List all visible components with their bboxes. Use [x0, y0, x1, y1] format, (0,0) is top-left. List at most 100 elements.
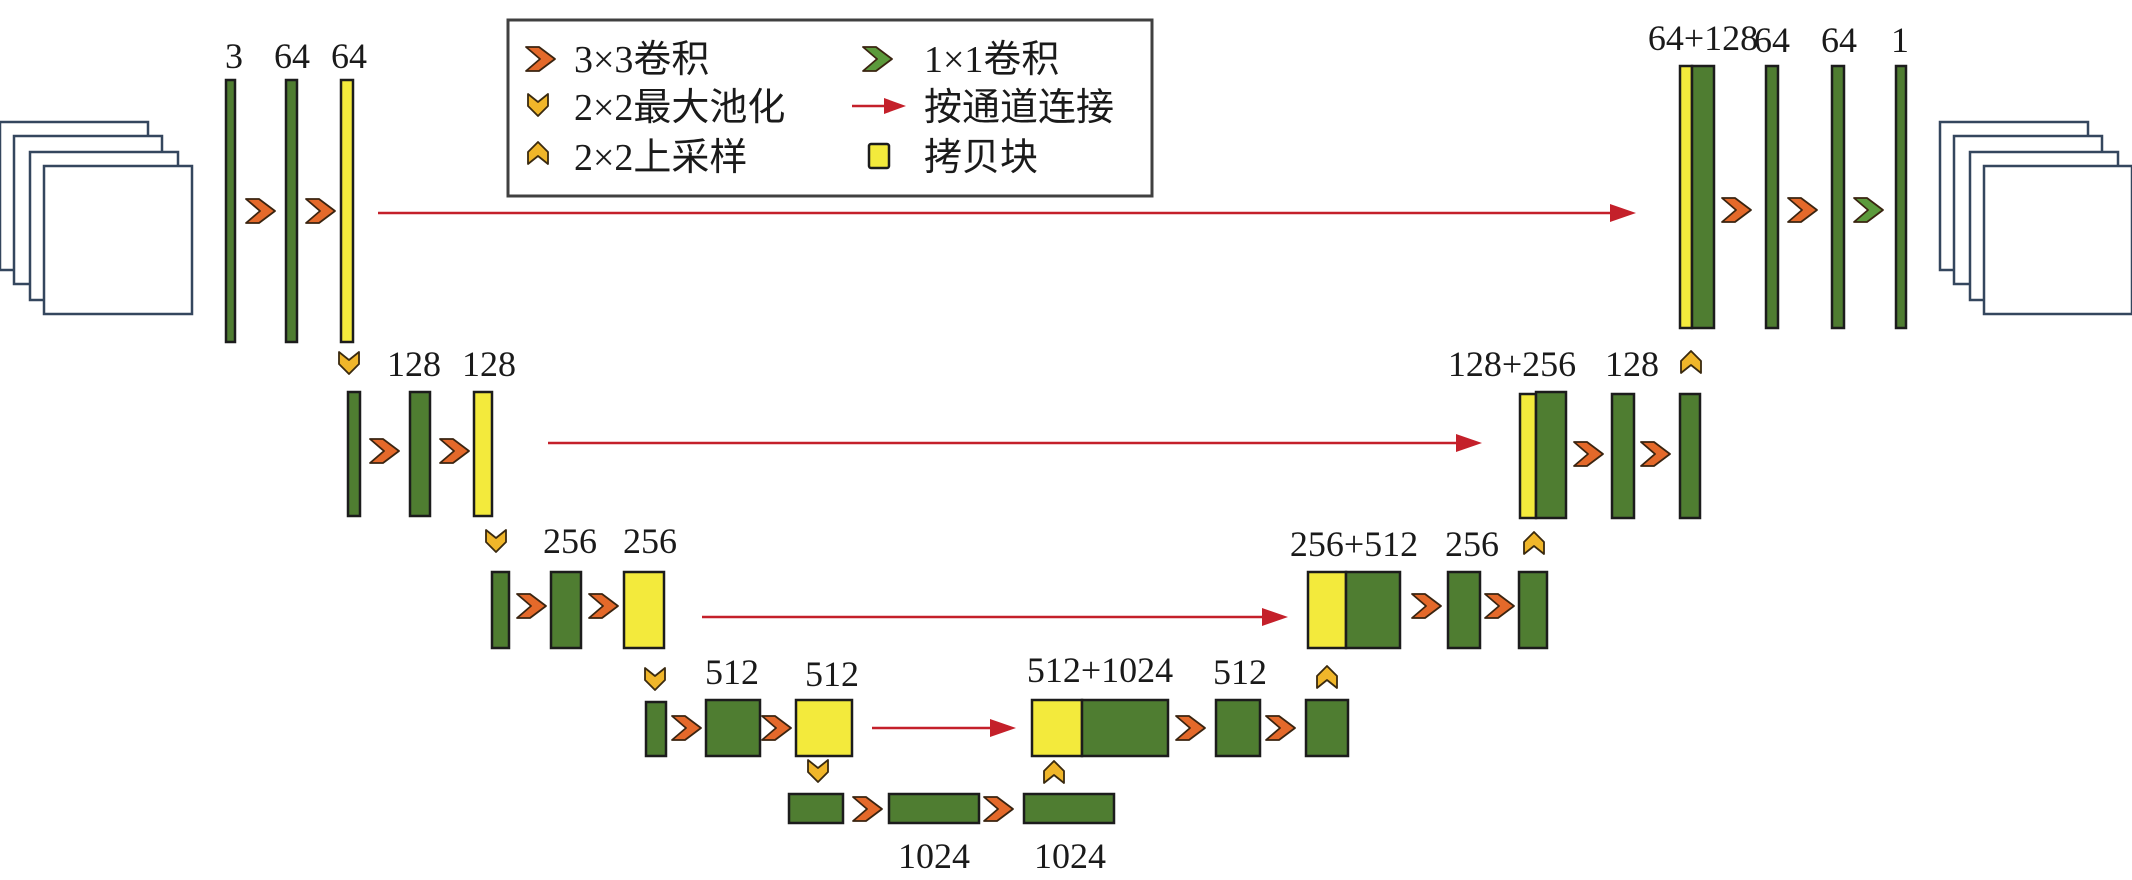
- encoder-level-1: 3 64 64: [224, 36, 367, 344]
- conv3x3-icon: [1484, 593, 1515, 619]
- red-arrow-icon: [852, 98, 906, 114]
- channel-label: 256: [543, 521, 597, 561]
- channel-label: 256: [1445, 524, 1499, 564]
- copy-block: [622, 570, 666, 650]
- conv3x3-icon: [439, 438, 470, 464]
- feature-map: [224, 78, 237, 344]
- copy-block: [794, 698, 854, 758]
- conv3x3-icon: [588, 593, 619, 619]
- encoder-level-3: 256 256: [485, 521, 677, 650]
- channel-label: 64: [1821, 20, 1857, 60]
- conv3x3-icon: [369, 438, 400, 464]
- feature-map: [1534, 390, 1568, 520]
- conv3x3-icon: [1175, 715, 1206, 741]
- copy-block: [1306, 570, 1348, 650]
- max-pool-icon: [644, 667, 666, 691]
- channel-label: 256: [623, 521, 677, 561]
- decoder-level-3: 256+512 256: [1290, 524, 1549, 650]
- decoder-level-2: 128+256 128: [1448, 344, 1702, 520]
- conv3x3-icon: [671, 715, 702, 741]
- input-image-stack-icon: [0, 120, 194, 316]
- copy-block: [1030, 698, 1084, 758]
- conv3x3-icon: [1721, 197, 1752, 223]
- channel-label: 64: [331, 36, 367, 76]
- feature-map: [787, 792, 845, 825]
- encoder-level-2: 128 128: [338, 344, 516, 518]
- feature-map: [1446, 570, 1482, 650]
- channel-label: 1: [1891, 20, 1909, 60]
- channel-label: 128: [462, 344, 516, 384]
- up-sample-icon: [1523, 531, 1545, 555]
- conv3x3-icon: [761, 715, 792, 741]
- copy-block: [339, 78, 355, 344]
- decoder-level-1: 64+128 64 64 1: [1648, 18, 1909, 330]
- output-image-stack-icon: [1938, 120, 2132, 316]
- feature-map: [1690, 64, 1716, 330]
- feature-map: [1764, 64, 1780, 330]
- feature-map: [549, 570, 583, 650]
- channel-label: 512: [805, 654, 859, 694]
- feature-map: [1080, 698, 1170, 758]
- channel-label: 1024: [898, 836, 970, 876]
- feature-map: [1517, 570, 1549, 650]
- bottleneck: 1024 1024: [787, 759, 1116, 876]
- copy-block: [1518, 392, 1538, 520]
- feature-map: [490, 570, 511, 650]
- conv3x3-icon: [983, 796, 1014, 822]
- skip-connection: [702, 608, 1288, 626]
- up-sample-icon: [1680, 350, 1702, 374]
- max-pool-icon: [338, 351, 360, 375]
- skip-connection: [378, 204, 1636, 222]
- feature-map: [1610, 392, 1636, 520]
- feature-map: [1022, 792, 1116, 825]
- channel-label: 64: [1754, 20, 1790, 60]
- channel-label: 64+128: [1648, 18, 1758, 58]
- skip-connection: [548, 434, 1482, 452]
- channel-label: 512+1024: [1027, 650, 1173, 690]
- conv3x3-icon: [1265, 715, 1296, 741]
- feature-map: [408, 390, 432, 518]
- feature-map: [887, 792, 981, 825]
- max-pool-icon: [485, 529, 507, 553]
- encoder-level-4: 512 512: [644, 652, 859, 758]
- max-pool-icon: [807, 759, 829, 783]
- conv3x3-icon: [1573, 441, 1604, 467]
- legend-copy: 拷贝块: [924, 137, 1038, 179]
- conv3x3-icon: [1787, 197, 1818, 223]
- legend: 3×3卷积 1×1卷积 2×2最大池化 按通道连接 2×2上采样 拷贝块: [506, 18, 1154, 198]
- conv3x3-icon: [305, 198, 336, 224]
- feature-map: [346, 390, 362, 518]
- feature-map: [284, 78, 299, 344]
- feature-map: [1830, 64, 1846, 330]
- feature-map: [704, 698, 762, 758]
- channel-label: 128: [387, 344, 441, 384]
- feature-map: [644, 700, 668, 758]
- up-sample-icon: [1043, 760, 1065, 784]
- legend-box: [506, 18, 1154, 198]
- feature-map: [1344, 570, 1402, 650]
- conv3x3-icon: [245, 198, 276, 224]
- channel-label: 128: [1605, 344, 1659, 384]
- conv3x3-icon: [852, 796, 883, 822]
- legend-upsample: 2×2上采样: [574, 137, 747, 179]
- feature-map: [1678, 392, 1702, 520]
- channel-label: 512: [1213, 652, 1267, 692]
- channel-label: 256+512: [1290, 524, 1418, 564]
- channel-label: 64: [274, 36, 310, 76]
- feature-map: [1214, 698, 1262, 758]
- channel-label: 3: [225, 36, 243, 76]
- copy-block: [472, 390, 494, 518]
- channel-label: 512: [705, 652, 759, 692]
- legend-conv3x3: 3×3卷积: [574, 39, 709, 81]
- legend-conv1x1: 1×1卷积: [924, 39, 1059, 81]
- conv1x1-icon: [1853, 197, 1884, 223]
- decoder-level-4: 512+1024 512: [1027, 650, 1350, 758]
- legend-maxpool: 2×2最大池化: [574, 87, 785, 129]
- up-sample-icon: [1316, 665, 1338, 689]
- feature-map: [1894, 64, 1908, 330]
- channel-label: 128+256: [1448, 344, 1576, 384]
- conv3x3-icon: [1640, 441, 1671, 467]
- conv3x3-icon: [516, 593, 547, 619]
- channel-label: 1024: [1034, 836, 1106, 876]
